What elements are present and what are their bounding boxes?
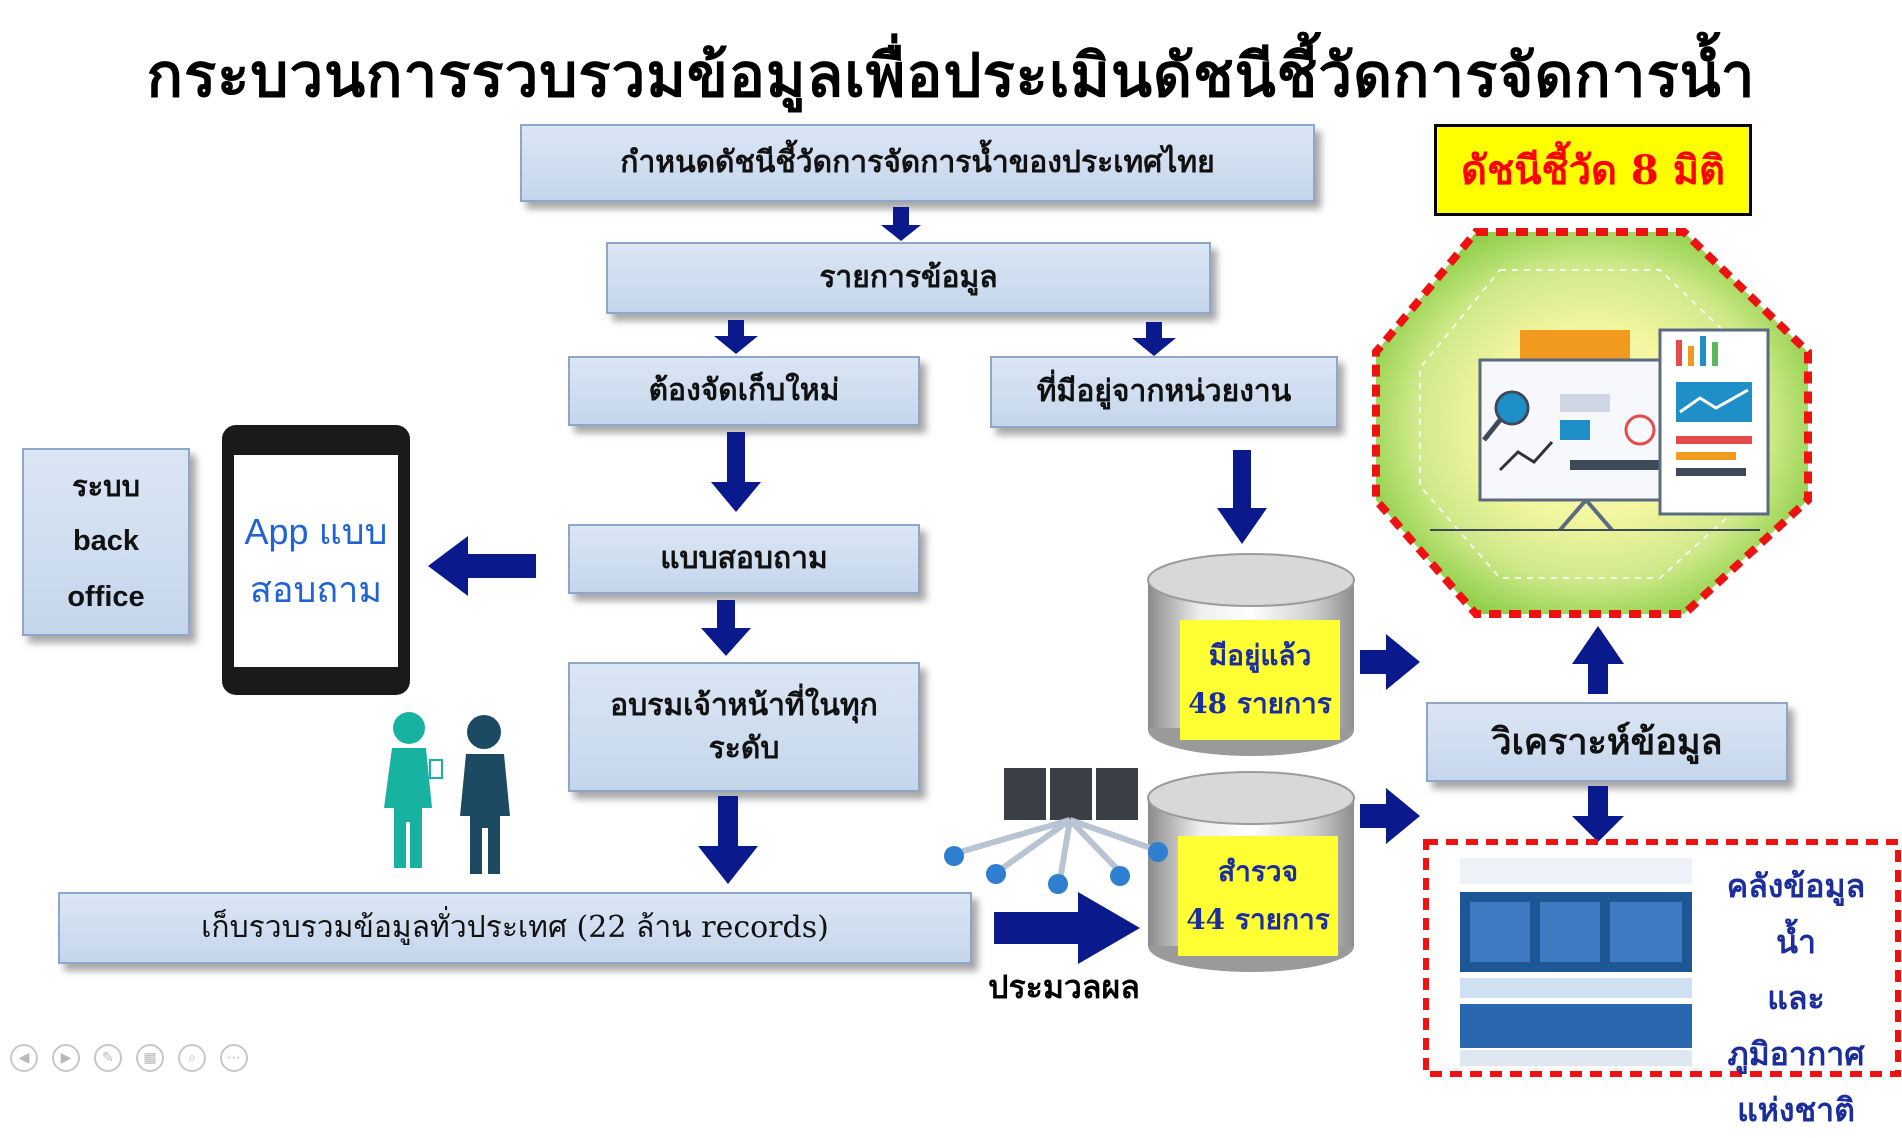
survey-data-count-label: สำรวจ 44 รายการ bbox=[1178, 836, 1338, 956]
collect-nationwide-label: เก็บรวบรวมข้อมูลทั่วประเทศ (22 ล้าน reco… bbox=[201, 910, 829, 946]
pen-tool-icon[interactable]: ✎ bbox=[94, 1044, 122, 1072]
existing-data-label: ที่มีอยู่จากหน่วยงาน bbox=[1036, 374, 1292, 410]
warehouse-line3: ภูมิอากาศ bbox=[1727, 1035, 1865, 1073]
data-list-box: รายการข้อมูล bbox=[606, 242, 1211, 314]
index-8-dimensions-badge: ดัชนีชี้วัด 8 มิติ bbox=[1434, 124, 1752, 216]
collect-nationwide-box: เก็บรวบรวมข้อมูลทั่วประเทศ (22 ล้าน reco… bbox=[58, 892, 972, 964]
tablet-device: App แบบ สอบถาม bbox=[222, 425, 410, 695]
arrow-left-1 bbox=[428, 536, 536, 596]
questionnaire-box: แบบสอบถาม bbox=[568, 524, 920, 594]
arrow-up-1 bbox=[1572, 626, 1624, 694]
warehouse-line4: แห่งชาติ bbox=[1737, 1091, 1855, 1129]
data-list-label: รายการข้อมูล bbox=[819, 260, 998, 296]
existing-line1: มีอยู่แล้ว bbox=[1208, 639, 1312, 673]
arrow-right-2 bbox=[1360, 788, 1420, 844]
new-collect-label: ต้องจัดเก็บใหม่ bbox=[648, 373, 840, 409]
arrow-down-2 bbox=[714, 320, 758, 354]
previous-slide-icon[interactable]: ◀ bbox=[10, 1044, 38, 1072]
arrow-down-7 bbox=[698, 796, 758, 884]
arrow-down-4 bbox=[711, 432, 761, 512]
next-slide-icon[interactable]: ▶ bbox=[52, 1044, 80, 1072]
define-index-label: กำหนดดัชนีชี้วัดการจัดการน้ำของประเทศไทย bbox=[620, 145, 1215, 181]
arrow-down-3 bbox=[1132, 322, 1176, 356]
existing-line2: 48 รายการ bbox=[1188, 687, 1332, 720]
back-office-line3: office bbox=[67, 580, 145, 613]
analyze-label: วิเคราะห์ข้อมูล bbox=[1491, 720, 1723, 763]
back-office-box: ระบบ back office bbox=[22, 448, 190, 636]
existing-data-count-label: มีอยู่แล้ว 48 รายการ bbox=[1180, 620, 1340, 740]
dashboard-octagon bbox=[1372, 228, 1812, 618]
back-office-line1: ระบบ bbox=[72, 469, 140, 504]
training-box: อบรมเจ้าหน้าที่ในทุก ระดับ bbox=[568, 662, 920, 792]
arrow-right-1 bbox=[1360, 634, 1420, 690]
app-label-line2: สอบถาม bbox=[249, 569, 383, 610]
survey-line2: 44 รายการ bbox=[1186, 903, 1330, 936]
warehouse-line2: และ bbox=[1767, 979, 1825, 1017]
arrow-down-1 bbox=[881, 207, 921, 241]
data-warehouse-panel bbox=[1423, 839, 1901, 1077]
slides-grid-icon[interactable]: ▦ bbox=[136, 1044, 164, 1072]
tablet-screen: App แบบ สอบถาม bbox=[234, 455, 398, 667]
arrow-down-8 bbox=[1572, 786, 1624, 842]
processing-label: ประมวลผล bbox=[988, 968, 1140, 1006]
training-label-line2: ระดับ bbox=[708, 731, 780, 766]
index-badge-label: ดัชนีชี้วัด 8 มิติ bbox=[1460, 147, 1726, 194]
people-survey-icon bbox=[384, 712, 510, 874]
more-options-icon[interactable]: ⋯ bbox=[220, 1044, 248, 1072]
analyze-box: วิเคราะห์ข้อมูล bbox=[1426, 702, 1788, 782]
survey-line1: สำรวจ bbox=[1218, 855, 1298, 889]
new-collect-box: ต้องจัดเก็บใหม่ bbox=[568, 356, 920, 426]
warehouse-label: คลังข้อมูลน้ำ และ ภูมิอากาศ แห่งชาติ bbox=[1716, 858, 1876, 1138]
arrow-right-3 bbox=[994, 892, 1140, 964]
training-label-line1: อบรมเจ้าหน้าที่ในทุก bbox=[610, 687, 878, 723]
page-title: กระบวนการรวบรวมข้อมูลเพื่อประเมินดัชนีชี… bbox=[146, 41, 1756, 111]
back-office-line2: back bbox=[72, 525, 140, 558]
diagram-graphics bbox=[384, 207, 1901, 1077]
arrow-down-5 bbox=[1217, 450, 1267, 544]
arrow-down-6 bbox=[701, 600, 751, 656]
server-network-graphic bbox=[944, 768, 1168, 894]
questionnaire-label: แบบสอบถาม bbox=[660, 541, 828, 577]
zoom-icon[interactable]: ⌕ bbox=[178, 1044, 206, 1072]
existing-data-box: ที่มีอยู่จากหน่วยงาน bbox=[990, 356, 1338, 428]
define-index-box: กำหนดดัชนีชี้วัดการจัดการน้ำของประเทศไทย bbox=[520, 124, 1315, 202]
warehouse-line1: คลังข้อมูลน้ำ bbox=[1726, 867, 1866, 961]
app-label-line1: App แบบ bbox=[244, 511, 388, 553]
